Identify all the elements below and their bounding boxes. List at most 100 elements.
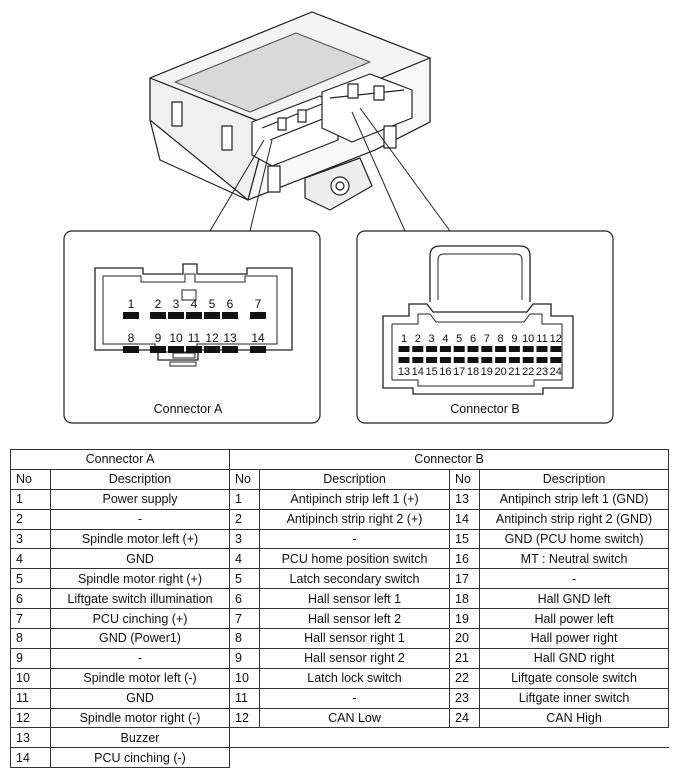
pin-terminal: [453, 346, 465, 352]
cell-a-desc: Power supply: [49, 488, 231, 510]
table-group-header-row: Connector A Connector B: [9, 449, 670, 470]
pin-label: 4: [442, 333, 448, 345]
cell-b1-no: 5: [229, 568, 261, 590]
cell-b1-no: 7: [229, 608, 261, 630]
pin-label: 15: [425, 366, 437, 378]
cell-b2-desc: -: [479, 568, 670, 590]
pin-terminal: [522, 346, 534, 352]
pin-label: 1: [401, 333, 407, 345]
cell-b1-desc: -: [259, 687, 451, 709]
cell-b1-no: 4: [229, 548, 261, 570]
pin-label: 19: [481, 366, 493, 378]
pin-label: 2: [155, 297, 162, 311]
pin-label: 7: [484, 333, 490, 345]
pin-label: 8: [498, 333, 504, 345]
cell-b1-no: 12: [229, 707, 261, 729]
cell-b2-no: 13: [449, 488, 481, 510]
cell-b2-desc: CAN High: [479, 707, 670, 729]
cell-a-no: 14: [10, 747, 51, 769]
group-header-connector-a: Connector A: [9, 449, 231, 470]
cell-a-no: 1: [10, 488, 51, 510]
cell-b1-no: 9: [229, 647, 261, 669]
col-header-no-b1: No: [229, 468, 261, 490]
cell-b1-no: 6: [229, 588, 261, 610]
cell-b1-desc: PCU home position switch: [259, 548, 451, 570]
leader-lines: [209, 107, 451, 232]
connector-b-caption: Connector B: [450, 402, 519, 416]
cell-a-desc: GND: [49, 548, 231, 570]
cell-a-desc: Spindle motor right (+): [49, 568, 231, 590]
pin-terminal: [412, 346, 424, 352]
cell-b1-desc: Antipinch strip left 1 (+): [259, 488, 451, 510]
cell-b1-no: 3: [229, 528, 261, 550]
pin-label: 5: [456, 333, 462, 345]
cell-a-no: 5: [10, 568, 51, 590]
pin-terminal: [398, 346, 410, 352]
pin-terminal: [426, 357, 438, 363]
cell-b2-desc: Liftgate inner switch: [479, 687, 670, 709]
pin-label: 6: [227, 297, 234, 311]
pin-label: 3: [173, 297, 180, 311]
pin-label: 17: [453, 366, 465, 378]
pin-terminal: [222, 312, 238, 319]
pin-terminal: [439, 346, 451, 352]
cell-b2-no: 18: [449, 588, 481, 610]
pin-terminal: [550, 346, 562, 352]
pin-label: 10: [522, 333, 534, 345]
pin-terminal: [204, 312, 220, 319]
cell-b1-desc: Hall sensor right 1: [259, 628, 451, 649]
pin-terminal: [250, 346, 266, 353]
cell-a-no: 9: [10, 647, 51, 669]
cell-a-desc: GND: [49, 687, 231, 709]
col-header-desc-b1: Description: [259, 468, 451, 490]
cell-a-no: 8: [10, 628, 51, 649]
cell-b1-no: 2: [229, 508, 261, 530]
pin-label: 9: [155, 331, 162, 345]
cell-b2-no: 17: [449, 568, 481, 590]
pin-label: 12: [205, 331, 219, 345]
pin-terminal: [150, 346, 166, 353]
pin-label: 14: [412, 366, 424, 378]
cell-b2-no: 21: [449, 647, 481, 669]
cell-a-no: 4: [10, 548, 51, 570]
cell-b1-desc: CAN Low: [259, 707, 451, 729]
pin-label: 21: [508, 366, 520, 378]
pin-label: 5: [209, 297, 216, 311]
cell-empty: [229, 727, 669, 748]
cell-a-desc: PCU cinching (+): [49, 608, 231, 630]
cell-b2-no: 24: [449, 707, 481, 729]
pin-label: 13: [398, 366, 410, 378]
pin-label: 7: [255, 297, 262, 311]
pin-label: 22: [522, 366, 534, 378]
pin-terminal: [495, 357, 507, 363]
pin-terminal: [150, 312, 166, 319]
pin-label: 11: [536, 333, 547, 345]
pin-label: 1: [128, 297, 135, 311]
pin-label: 18: [467, 366, 479, 378]
cell-a-no: 7: [10, 608, 51, 630]
cell-empty: [229, 747, 669, 768]
pin-terminal: [168, 346, 184, 353]
pin-terminal: [481, 346, 493, 352]
cell-b1-no: 8: [229, 628, 261, 649]
col-header-desc-a: Description: [49, 468, 231, 490]
cell-a-no: 6: [10, 588, 51, 610]
cell-a-no: 10: [10, 667, 51, 689]
col-header-no-b2: No: [449, 468, 481, 490]
cell-b2-desc: Hall GND left: [479, 588, 670, 610]
cell-b2-desc: GND (PCU home switch): [479, 528, 670, 550]
cell-b2-desc: Hall power right: [479, 628, 670, 649]
pin-label: 23: [536, 366, 548, 378]
cell-a-desc: GND (Power1): [49, 628, 231, 649]
